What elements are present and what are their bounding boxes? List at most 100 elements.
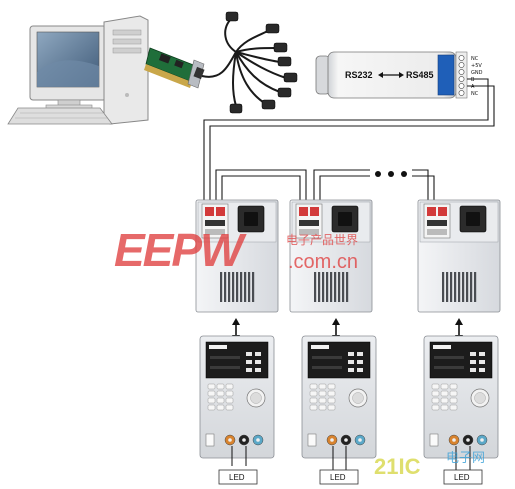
vent-slot [446, 272, 449, 302]
keypad-key [431, 404, 440, 411]
input-terminal-center [452, 438, 456, 442]
octopus-cable-icon [201, 19, 287, 107]
keypad-key [216, 397, 225, 404]
vent-slot [466, 272, 469, 302]
vent-slot [454, 272, 457, 302]
vent-slot [252, 272, 255, 302]
input-terminal-center [242, 438, 246, 442]
electronic-load-3 [423, 335, 499, 459]
led-wires [231, 446, 471, 470]
rs232-rs485-converter: RS232 RS485 NC +5V GND B A NC [315, 51, 483, 99]
led-label-1: LED [229, 473, 245, 482]
display-indicator [479, 360, 485, 364]
arrow-head-up [332, 318, 340, 325]
brand-logo [433, 345, 451, 349]
keypad-key [207, 390, 216, 397]
keypad-key [327, 397, 336, 404]
vent-slot [228, 272, 231, 302]
keypad-key [440, 397, 449, 404]
keypad-key [449, 383, 458, 390]
vent-slot [338, 272, 341, 302]
watermark-corner-cn: 电子网 [446, 451, 485, 466]
keypad-key [449, 397, 458, 404]
comm-port-red-terminal [216, 207, 225, 216]
vent-slot [458, 272, 461, 302]
ellipsis-dots [375, 171, 407, 177]
keypad [431, 383, 458, 411]
comm-port-label [205, 229, 225, 235]
bidirectional-arrow-icon [378, 72, 404, 78]
led-label-3: LED [454, 473, 470, 482]
display-indicator [357, 352, 363, 356]
vent-slot [442, 272, 445, 302]
vent-slot [450, 272, 453, 302]
vent-grille [314, 272, 349, 302]
display-indicator [255, 352, 261, 356]
vent-slot [474, 272, 477, 302]
display-digits [210, 366, 240, 369]
display-digits [210, 356, 240, 359]
rs485-bus-wires [203, 78, 495, 202]
comm-port-red-terminal [427, 207, 436, 216]
display-indicator [246, 352, 252, 356]
rotary-knob-center [474, 392, 486, 404]
power-switch-icon [429, 433, 439, 447]
keypad-key [431, 397, 440, 404]
led-box-3: LED [443, 469, 483, 485]
computer-icon [7, 15, 149, 125]
display-digits [312, 356, 342, 359]
vent-slot [240, 272, 243, 302]
display-indicator [348, 352, 354, 356]
vent-slot [318, 272, 321, 302]
watermark-corner: 21IC [374, 454, 421, 479]
power-supply-unit-1 [195, 199, 279, 313]
vent-grille [442, 272, 477, 302]
electronic-load-2 [301, 335, 377, 459]
input-terminal-center [480, 438, 484, 442]
power-supply-unit-2 [289, 199, 373, 313]
comm-port-red-terminal [438, 207, 447, 216]
rs485-label: RS485 [406, 70, 434, 80]
comm-port-socket [299, 220, 319, 226]
display-indicator [357, 360, 363, 364]
display-indicator [246, 368, 252, 372]
keypad [207, 383, 234, 411]
21ic-watermark: 21IC 电子网 [374, 451, 485, 479]
display-indicator [348, 368, 354, 372]
vent-slot [322, 272, 325, 302]
ac-inlet-socket [466, 212, 480, 226]
display-indicator [357, 368, 363, 372]
input-terminal-center [344, 438, 348, 442]
display-indicator [246, 360, 252, 364]
power-supply-units [195, 199, 501, 313]
ac-inlet-socket [338, 212, 352, 226]
display-digits [312, 366, 342, 369]
display-indicator [255, 360, 261, 364]
power-supply-unit-3 [417, 199, 501, 313]
vent-slot [346, 272, 349, 302]
vent-slot [326, 272, 329, 302]
eepw-watermark: EEPW .com.cn 电子产品世界 [114, 224, 358, 276]
vent-slot [334, 272, 337, 302]
watermark-main: EEPW [114, 224, 247, 276]
keypad-key [309, 404, 318, 411]
vent-slot [224, 272, 227, 302]
vent-slot [462, 272, 465, 302]
rotary-knob-center [250, 392, 262, 404]
display-indicator [470, 368, 476, 372]
comm-port-red-terminal [205, 207, 214, 216]
terminal-screws [458, 55, 465, 96]
keypad-key [440, 390, 449, 397]
keypad-key [318, 397, 327, 404]
rotary-knob-center [352, 392, 364, 404]
terminal-label-a: A [471, 84, 475, 90]
terminal-label-gnd: GND [471, 70, 483, 76]
keypad-key [318, 383, 327, 390]
vent-slot [342, 272, 345, 302]
vent-slot [330, 272, 333, 302]
ac-inlet-socket [244, 212, 258, 226]
keypad-key [207, 383, 216, 390]
keypad-key [431, 390, 440, 397]
comm-port-socket [205, 220, 225, 226]
